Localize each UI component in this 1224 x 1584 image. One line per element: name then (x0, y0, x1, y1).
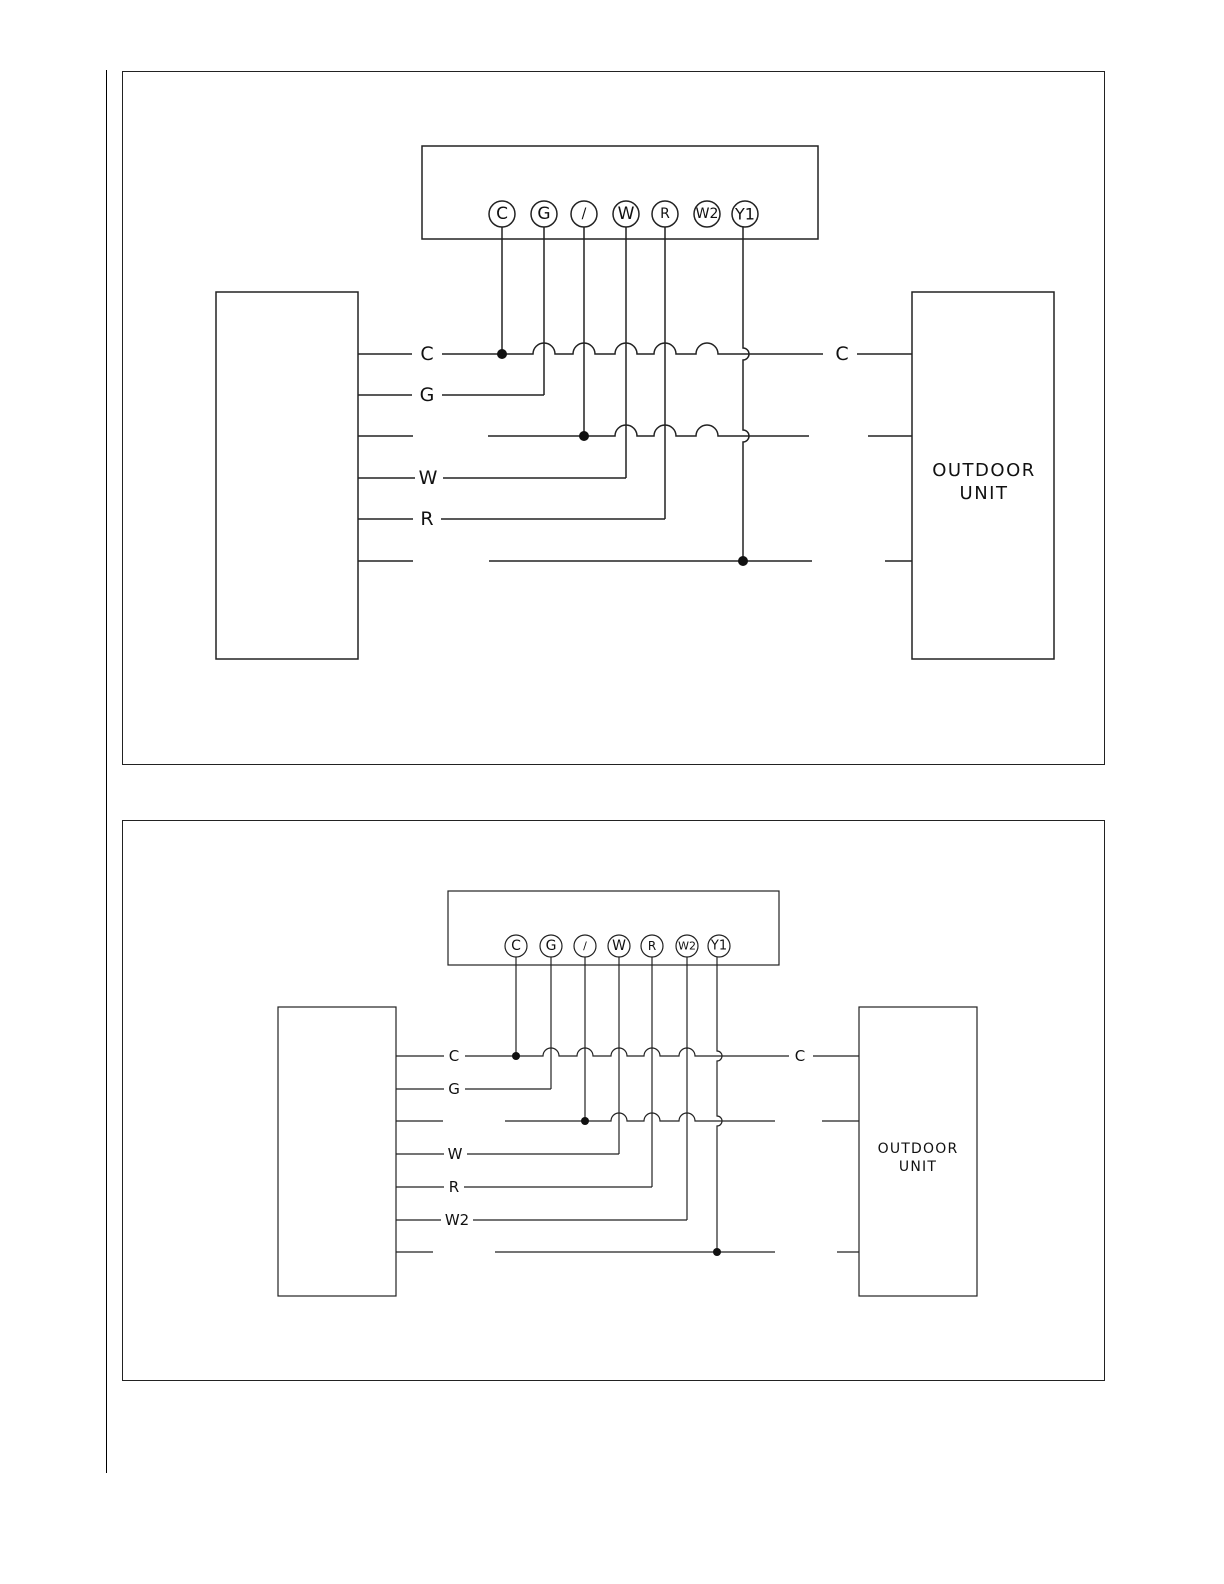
indoor-unit-box (278, 1007, 396, 1296)
wiring-diagram-2-svg: C G / W R W2 Y1 C G W R W2 C OUTDOOR UNI (123, 821, 1106, 1382)
indoor-label-g: G (448, 1080, 460, 1098)
terminal-r-label: R (660, 206, 670, 222)
terminal-y1-label: Y1 (734, 205, 755, 224)
junction-slash-dot (581, 1117, 589, 1125)
outdoor-label-c: C (835, 343, 848, 365)
terminal-y1-label: Y1 (710, 939, 727, 954)
indoor-unit-box (216, 292, 358, 659)
terminal-w2-label: W2 (678, 940, 696, 953)
outdoor-unit-label-line1: OUTDOOR (932, 460, 1036, 481)
wire-c-line (396, 1048, 859, 1056)
indoor-label-c: C (420, 343, 433, 365)
wire-slash-line (396, 1113, 859, 1121)
indoor-label-r: R (420, 508, 433, 530)
wiring-diagram-2: C G / W R W2 Y1 C G W R W2 C OUTDOOR UNI (122, 820, 1105, 1381)
outdoor-unit-label-line1: OUTDOOR (878, 1141, 959, 1157)
junction-c-dot (497, 349, 507, 359)
indoor-label-w2: W2 (445, 1211, 469, 1229)
outdoor-label-c: C (795, 1047, 805, 1065)
terminal-g-label: G (537, 204, 550, 224)
terminal-c-label: C (511, 938, 521, 954)
junction-y1-dot (713, 1248, 721, 1256)
terminal-w-label: W (618, 204, 635, 224)
wiring-diagram-1: C G / W R W2 Y1 C G W R C OUTDOOR UNIT (122, 71, 1105, 765)
page-margin-rule (106, 70, 107, 1473)
terminal-slash-label: / (583, 940, 587, 953)
outdoor-unit-label-line2: UNIT (899, 1159, 937, 1175)
indoor-label-w: W (419, 467, 438, 489)
indoor-label-w: W (448, 1145, 463, 1163)
terminal-c-label: C (496, 204, 508, 224)
wire-y1-drop (717, 957, 722, 1252)
outdoor-unit-label-line2: UNIT (960, 483, 1009, 504)
terminal-r-label: R (648, 939, 656, 953)
terminal-w-label: W (612, 938, 626, 954)
wire-y1-drop (743, 227, 749, 561)
junction-y1-dot (738, 556, 748, 566)
junction-c-dot (512, 1052, 520, 1060)
wire-c-line (358, 343, 912, 354)
wire-slash-line (358, 425, 912, 436)
indoor-label-g: G (420, 384, 435, 406)
wiring-diagram-1-svg: C G / W R W2 Y1 C G W R C OUTDOOR UNIT (123, 72, 1106, 766)
junction-slash-dot (579, 431, 589, 441)
indoor-label-r: R (449, 1178, 459, 1196)
indoor-label-c: C (449, 1047, 459, 1065)
terminal-slash-label: / (582, 206, 587, 222)
terminal-g-label: G (546, 938, 557, 954)
terminal-w2-label: W2 (696, 206, 719, 222)
